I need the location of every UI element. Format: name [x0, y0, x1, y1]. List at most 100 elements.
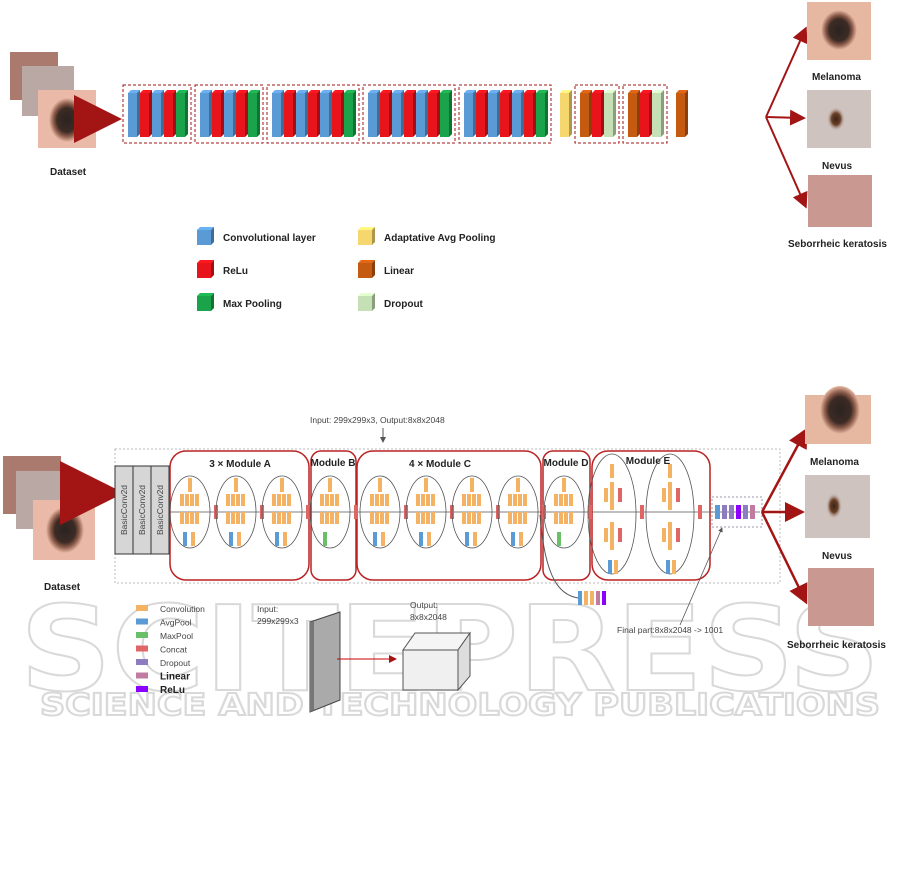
layer-relu — [524, 90, 536, 137]
bottom-legend: ConvolutionAvgPoolMaxPoolConcatDropoutLi… — [136, 604, 205, 696]
conv-block — [272, 494, 276, 506]
legend-inc_conv-icon — [136, 605, 148, 611]
aux-branch-line — [539, 514, 579, 599]
conv-block — [610, 464, 614, 478]
concat-block — [354, 505, 358, 519]
conv-block — [569, 494, 573, 506]
layer-avgpool_adaptive — [560, 90, 572, 137]
legend-linear-label: Linear — [384, 266, 414, 277]
conv-block — [431, 494, 435, 506]
conv-block — [287, 494, 291, 506]
avgpool-block — [511, 532, 515, 546]
conv-block — [272, 512, 276, 524]
conv-block — [226, 512, 230, 524]
conv-block — [559, 494, 563, 506]
conv-block — [427, 532, 431, 546]
layer-conv — [224, 90, 236, 137]
avgpool-block — [373, 532, 377, 546]
bottom-dataset-images — [3, 456, 95, 560]
concat-block — [698, 505, 702, 519]
conv-block — [614, 560, 618, 574]
layer-relu — [308, 90, 320, 137]
output-tensor-cube — [402, 631, 471, 692]
legend-inc_linear-icon — [136, 672, 148, 679]
layer-conv — [368, 90, 380, 137]
conv-block — [610, 482, 614, 496]
conv-block — [370, 512, 374, 524]
conv-block — [672, 560, 676, 574]
concat-block — [618, 488, 622, 502]
conv-block — [320, 494, 324, 506]
layer-relu — [164, 90, 176, 137]
layer-relu — [380, 90, 392, 137]
input-value: 299x299x3 — [257, 616, 299, 626]
conv-block — [236, 512, 240, 524]
conv-block — [662, 528, 666, 542]
conv-block — [370, 494, 374, 506]
layer-maxpool — [536, 90, 548, 137]
conv-block — [516, 478, 520, 492]
conv-block — [668, 482, 672, 496]
output-arrow-melanoma — [760, 427, 808, 513]
conv-block — [426, 512, 430, 524]
module-b-label: Module B — [311, 458, 356, 469]
conv-block — [320, 512, 324, 524]
top-output-arrows — [765, 26, 808, 209]
inception-frame — [114, 448, 781, 584]
layer-maxpool — [440, 90, 452, 137]
legend-inc_concat-icon — [136, 645, 148, 652]
concat-block — [676, 488, 680, 502]
legend-inc_dropout-icon — [136, 659, 148, 665]
conv-block — [277, 512, 281, 524]
conv-block — [518, 512, 522, 524]
conv-block — [473, 532, 477, 546]
top-output-melanoma: Melanoma — [812, 72, 861, 83]
layer-maxpool — [344, 90, 356, 137]
final-dropout-block — [729, 505, 734, 519]
conv-block — [416, 512, 420, 524]
conv-block — [385, 512, 389, 524]
top-dataset-images — [10, 52, 96, 148]
layer-dropout — [652, 90, 664, 137]
conv-block — [282, 512, 286, 524]
layer-maxpool — [176, 90, 188, 137]
layer-conv — [152, 90, 164, 137]
layer-dropout — [604, 90, 616, 137]
conv-block — [610, 522, 614, 536]
conv-block — [241, 512, 245, 524]
legend-inc_relu-label: ReLu — [160, 685, 185, 696]
conv-block — [467, 494, 471, 506]
output-arrow-seborrheic — [760, 511, 808, 605]
conv-block — [431, 512, 435, 524]
concat-block — [640, 505, 644, 519]
top-group-box — [622, 84, 668, 144]
conv-block — [426, 494, 430, 506]
legend-avgpool_adaptive-label: Adaptative Avg Pooling — [384, 233, 496, 244]
basic-conv-1: BasicConv2d — [119, 485, 129, 535]
conv-block — [282, 494, 286, 506]
layer-conv — [128, 90, 140, 137]
conv-block — [234, 478, 238, 492]
legend-linear-icon — [358, 260, 375, 278]
layer-relu — [640, 90, 652, 137]
conv-block — [604, 528, 608, 542]
final-linear-block — [750, 505, 755, 519]
basic-conv-3: BasicConv2d — [155, 485, 165, 535]
conv-block — [180, 512, 184, 524]
conv-block — [325, 512, 329, 524]
input-label: Input: — [257, 604, 278, 614]
conv-block — [241, 494, 245, 506]
final-dropout-block — [743, 505, 748, 519]
legend-dropout-icon — [358, 293, 375, 311]
legend-inc_maxpool-label: MaxPool — [160, 631, 193, 641]
conv-block — [513, 512, 517, 524]
conv-block — [470, 478, 474, 492]
avgpool-block — [275, 532, 279, 546]
conv-block — [380, 494, 384, 506]
final-dropout-block — [722, 505, 727, 519]
conv-block — [195, 512, 199, 524]
concat-block — [306, 505, 310, 519]
layer-linear — [676, 90, 688, 137]
conv-block — [508, 494, 512, 506]
